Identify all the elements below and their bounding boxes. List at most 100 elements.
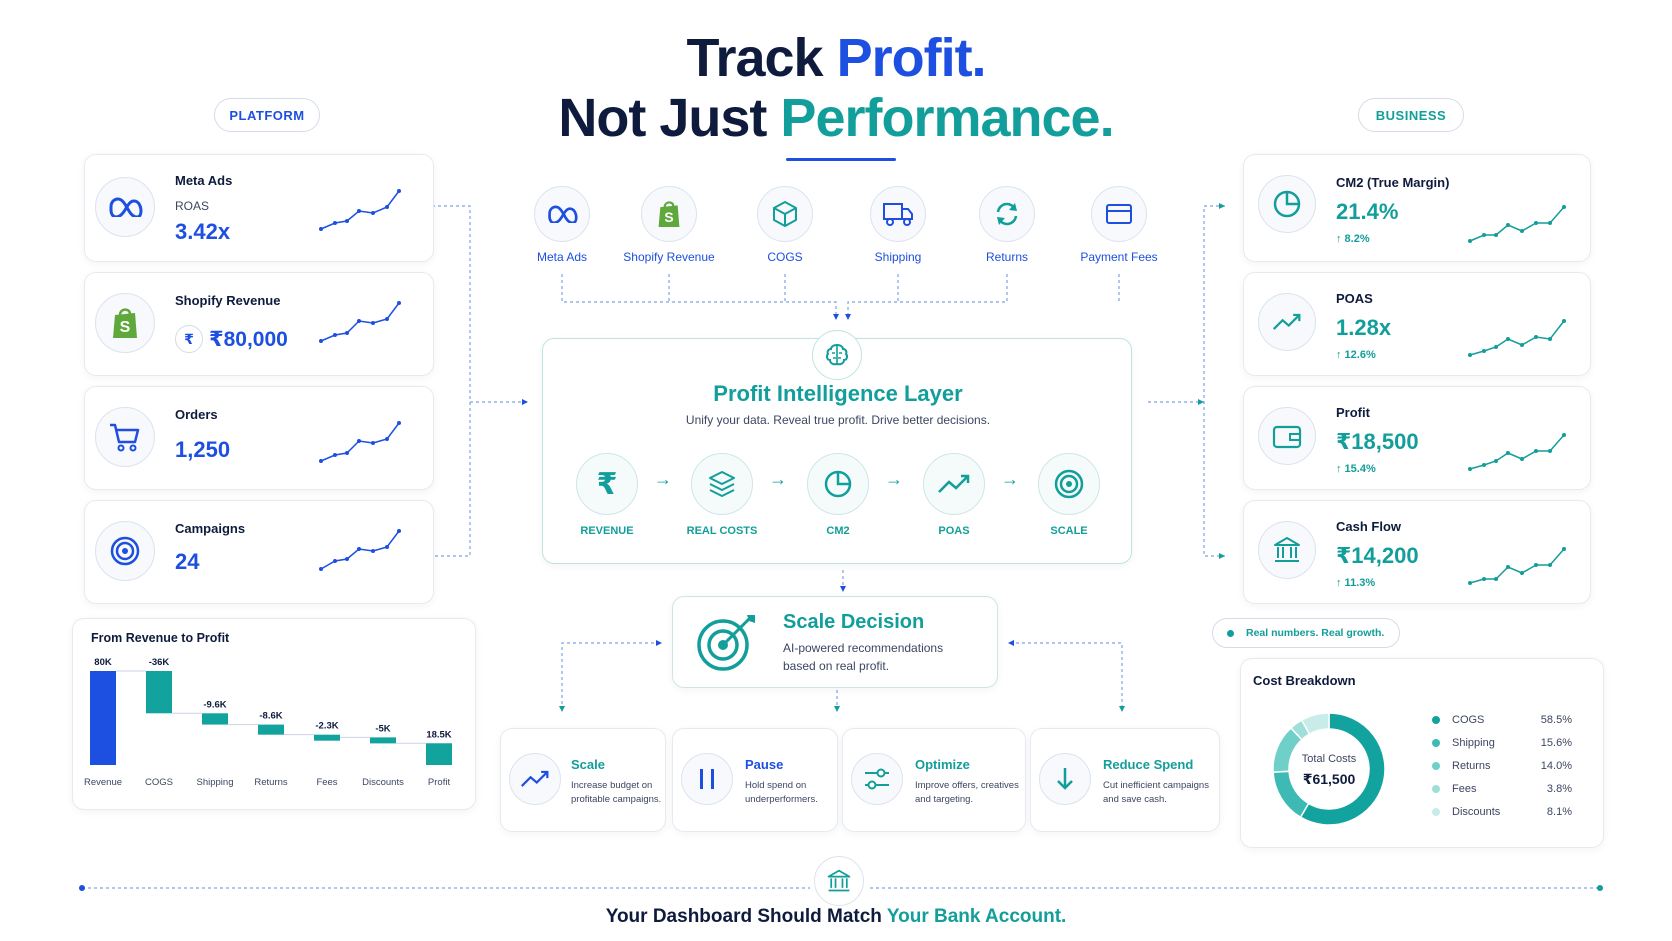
action-desc: Increase budget on xyxy=(571,780,653,791)
step-arrow-icon: → xyxy=(769,469,787,489)
waterfall-category-label: Revenue xyxy=(84,777,122,788)
waterfall-bar xyxy=(90,671,116,765)
meta-icon xyxy=(534,186,590,242)
step-arrow-icon: → xyxy=(885,469,903,489)
step-label-real-costs: REAL COSTS xyxy=(686,525,758,537)
action-desc: underperformers. xyxy=(745,794,818,805)
badge-dot-icon xyxy=(1227,629,1234,637)
action-desc: Cut inefficient campaigns xyxy=(1103,780,1209,791)
waterfall-bar xyxy=(146,671,172,714)
business-card-delta: ↑ 8.2% xyxy=(1336,233,1370,245)
cost-breakdown-title: Cost Breakdown xyxy=(1253,673,1356,688)
footer-tagline: Your Dashboard Should Match Your Bank Ac… xyxy=(436,906,1236,928)
platform-card-meta[interactable]: Meta Ads ROAS 3.42x xyxy=(84,154,434,262)
business-card-value: ₹18,500 xyxy=(1336,429,1419,454)
waterfall-bar xyxy=(426,743,452,765)
svg-text:S: S xyxy=(664,209,673,225)
waterfall-value-label: -5K xyxy=(375,723,390,734)
business-card-profit[interactable]: Profit ₹18,500 ↑ 15.4% xyxy=(1243,386,1591,490)
donut-center-label: Total Costs xyxy=(1301,753,1357,765)
action-desc: and targeting. xyxy=(915,794,974,805)
business-card-value: ₹14,200 xyxy=(1336,543,1419,568)
platform-card-value: 3.42x xyxy=(175,219,231,244)
headline-line1-b: Profit. xyxy=(836,28,987,88)
headline-line2-b: Performance. xyxy=(780,88,1114,148)
donut-center-value: ₹61,500 xyxy=(1302,771,1356,787)
sparkline xyxy=(319,421,401,463)
waterfall-category-label: Shipping xyxy=(197,777,234,788)
legend-dot-icon xyxy=(1432,762,1440,770)
waterfall-category-label: Returns xyxy=(254,777,288,788)
bank-icon xyxy=(1258,521,1316,579)
trend-up-icon xyxy=(509,753,561,805)
action-desc: profitable campaigns. xyxy=(571,794,662,805)
source-label-cogs: COGS xyxy=(767,250,803,264)
cart-icon xyxy=(95,407,155,467)
legend-dot-icon xyxy=(1432,785,1440,793)
intelligence-subtitle: Unify your data. Reveal true profit. Dri… xyxy=(685,413,991,427)
pie-icon xyxy=(1258,175,1316,233)
rupee-icon: ₹ xyxy=(175,325,203,353)
footer-tagline-b: Your Bank Account. xyxy=(886,906,1067,927)
sparkline xyxy=(319,301,401,343)
business-card-cash-flow[interactable]: Cash Flow ₹14,200 ↑ 11.3% xyxy=(1243,500,1591,604)
scale-decision-desc: based on real profit. xyxy=(783,659,890,673)
source-label-payment-fees: Payment Fees xyxy=(1080,250,1158,264)
waterfall-value-label: 18.5K xyxy=(426,729,451,740)
business-card-cm2[interactable]: CM2 (True Margin) 21.4% ↑ 8.2% xyxy=(1243,154,1591,262)
box-icon xyxy=(757,186,813,242)
action-card-reduce-spend[interactable]: Reduce Spend Cut inefficient campaigns a… xyxy=(1030,728,1220,832)
legend-dot-icon xyxy=(1432,808,1440,816)
sparkline xyxy=(1468,433,1566,471)
business-card-title: Profit xyxy=(1336,405,1370,420)
intelligence-title: Profit Intelligence Layer xyxy=(713,381,963,406)
business-card-poas[interactable]: POAS 1.28x ↑ 12.6% xyxy=(1243,272,1591,376)
donut-slice xyxy=(1299,712,1386,826)
headline: Track Profit. Not Just Performance. xyxy=(536,28,1136,148)
sliders-icon xyxy=(851,753,903,805)
sparkline xyxy=(319,189,401,231)
business-card-value: 21.4% xyxy=(1336,199,1399,224)
platform-card-sub: ROAS xyxy=(175,199,210,213)
headline-underline xyxy=(786,158,896,161)
waterfall-category-label: Fees xyxy=(316,777,337,788)
layers-icon xyxy=(691,453,753,515)
platform-pill: PLATFORM xyxy=(214,98,320,132)
shopify-icon: S xyxy=(95,293,155,353)
action-title: Optimize xyxy=(915,757,970,772)
platform-card-orders[interactable]: Orders 1,250 xyxy=(84,386,434,490)
truck-icon xyxy=(870,186,926,242)
action-card-optimize[interactable]: Optimize Improve offers, creatives and t… xyxy=(842,728,1026,832)
step-arrow-icon: → xyxy=(654,469,672,489)
action-desc: Improve offers, creatives xyxy=(915,780,1019,791)
action-card-pause[interactable]: Pause Hold spend on underperformers. xyxy=(672,728,838,832)
scale-decision-card[interactable]: Scale Decision AI-powered recommendation… xyxy=(672,596,998,688)
waterfall-chart: 80KRevenue-36KCOGS-9.6KShipping-8.6KRetu… xyxy=(84,657,452,788)
target-arrow-icon xyxy=(695,613,757,678)
action-card-scale[interactable]: Scale Increase budget on profitable camp… xyxy=(500,728,666,832)
donut-chart xyxy=(1272,712,1386,826)
platform-card-title: Orders xyxy=(175,407,218,422)
waterfall-bar xyxy=(202,713,228,725)
platform-card-title: Campaigns xyxy=(175,521,246,536)
bank-icon xyxy=(814,856,864,906)
sparkline xyxy=(319,529,401,571)
pie-icon xyxy=(807,453,869,515)
waterfall-bar xyxy=(370,737,396,744)
platform-card-campaigns[interactable]: Campaigns 24 xyxy=(84,500,434,604)
waterfall-value-label: 80K xyxy=(94,657,112,668)
card-icon xyxy=(1091,186,1147,242)
action-title: Reduce Spend xyxy=(1103,757,1194,772)
platform-card-shopify[interactable]: S Shopify Revenue ₹ ₹80,000 xyxy=(84,272,434,376)
business-card-title: POAS xyxy=(1336,291,1373,306)
wallet-icon xyxy=(1258,407,1316,465)
headline-line2-a: Not Just xyxy=(558,88,781,148)
scale-decision-desc: AI-powered recommendations xyxy=(783,641,944,655)
platform-card-value: ₹80,000 xyxy=(209,328,288,351)
pause-icon xyxy=(681,753,733,805)
